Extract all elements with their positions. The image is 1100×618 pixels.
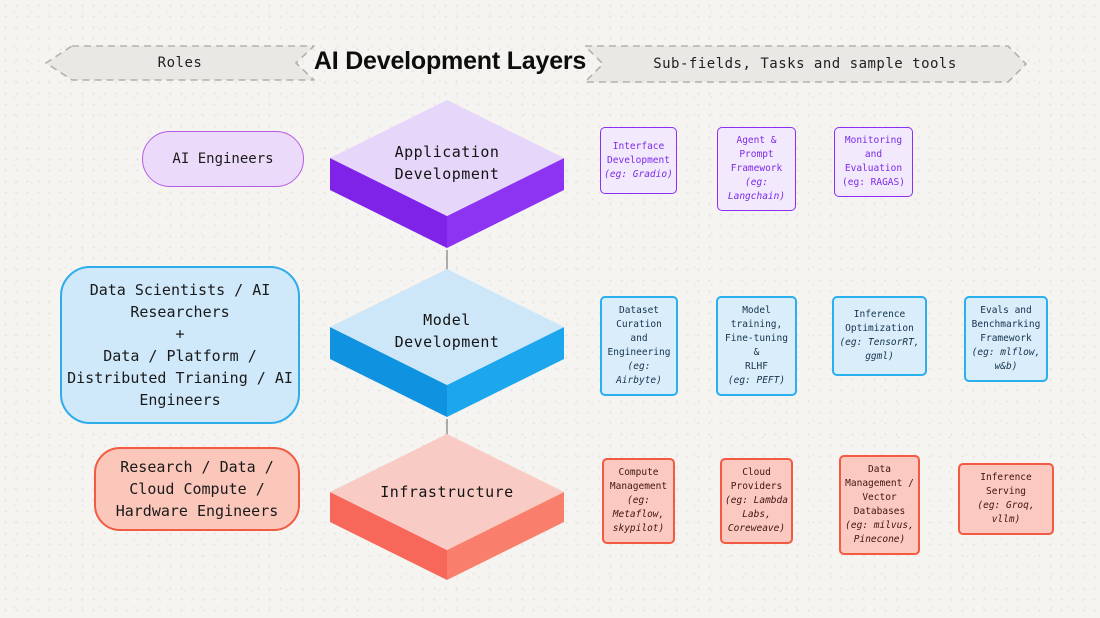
- tool-name: Monitoring and Evaluation: [844, 135, 903, 174]
- tool-box-model-training-finetuning: Model training, Fine-tuning & RLHF (eg: …: [716, 296, 797, 396]
- page-title: AI Development Layers: [313, 47, 587, 75]
- tool-name: Model training, Fine-tuning & RLHF: [725, 305, 788, 372]
- tool-name: Inference Serving: [980, 472, 1032, 497]
- tool-box-compute-management: Compute Management (eg: Metaflow, skypil…: [602, 458, 675, 544]
- roles-banner-label: Roles: [157, 55, 203, 71]
- tool-example: (eg: RAGAS): [842, 177, 905, 188]
- subfields-banner: Sub-fields, Tasks and sample tools: [582, 45, 1028, 83]
- tool-box-agent-prompt-framework: Agent & Prompt Framework (eg: Langchain): [717, 127, 796, 211]
- tool-example: (eg: TensorRT, ggml): [839, 337, 920, 362]
- tool-box-interface-development: Interface Development (eg: Gradio): [600, 127, 677, 194]
- tool-example: (eg: PEFT): [727, 375, 786, 386]
- application-layer-diamond: [330, 100, 564, 248]
- subfields-banner-label: Sub-fields, Tasks and sample tools: [653, 56, 957, 72]
- tool-box-inference-optimization: Inference Optimization (eg: TensorRT, gg…: [832, 296, 927, 376]
- application-layer-label: Application Development: [394, 143, 500, 183]
- role-box-data-scientists: Data Scientists / AI Researchers + Data …: [60, 266, 300, 424]
- tool-name: Evals and Benchmarking Framework: [971, 305, 1041, 344]
- tool-name: Compute Management: [609, 467, 668, 492]
- tool-box-inference-serving: Inference Serving (eg: Groq, vllm): [958, 463, 1054, 535]
- tool-name: Inference Optimization: [845, 309, 914, 334]
- roles-banner-ribbon-shape: [45, 45, 315, 81]
- subfields-banner-ribbon-shape: [584, 45, 1027, 83]
- role-box-infrastructure-engineers: Research / Data / Cloud Compute / Hardwa…: [94, 447, 300, 531]
- tool-example: (eg: Gradio): [604, 168, 673, 180]
- tool-example: (eg: milvus, Pinecone): [845, 520, 914, 545]
- tool-box-monitoring-evaluation: Monitoring and Evaluation (eg: RAGAS): [834, 127, 913, 197]
- tool-name: Agent & Prompt Framework: [730, 135, 783, 174]
- infrastructure-layer-label: Infrastructure: [380, 483, 514, 501]
- tool-name: Data Management / Vector Databases: [845, 464, 914, 517]
- tool-box-dataset-curation: Dataset Curation and Engineering (eg: Ai…: [600, 296, 678, 396]
- tool-example: (eg: mlflow, w&b): [971, 347, 1041, 372]
- tool-example: (eg: Metaflow, skypilot): [612, 495, 665, 534]
- tool-example: (eg: Lambda Labs, Coreweave): [725, 495, 788, 534]
- tool-box-data-management-vector-db: Data Management / Vector Databases (eg: …: [839, 455, 920, 555]
- tool-name: Cloud Providers: [730, 467, 783, 492]
- roles-banner: Roles: [44, 45, 316, 81]
- tool-box-cloud-providers: Cloud Providers (eg: Lambda Labs, Corewe…: [720, 458, 793, 544]
- infrastructure-layer-diamond: [330, 434, 564, 580]
- model-layer-label: Model Development: [394, 311, 500, 351]
- tool-example: (eg: Airbyte): [616, 361, 662, 386]
- tool-name: Dataset Curation and Engineering: [607, 305, 671, 358]
- model-layer-diamond: [330, 269, 564, 417]
- tool-box-evals-benchmarking: Evals and Benchmarking Framework (eg: ml…: [964, 296, 1048, 382]
- tool-name: Interface Development: [607, 140, 670, 166]
- role-box-ai-engineers: AI Engineers: [142, 131, 304, 187]
- tool-example: (eg: Groq, vllm): [977, 500, 1035, 525]
- tool-example: (eg: Langchain): [727, 177, 786, 202]
